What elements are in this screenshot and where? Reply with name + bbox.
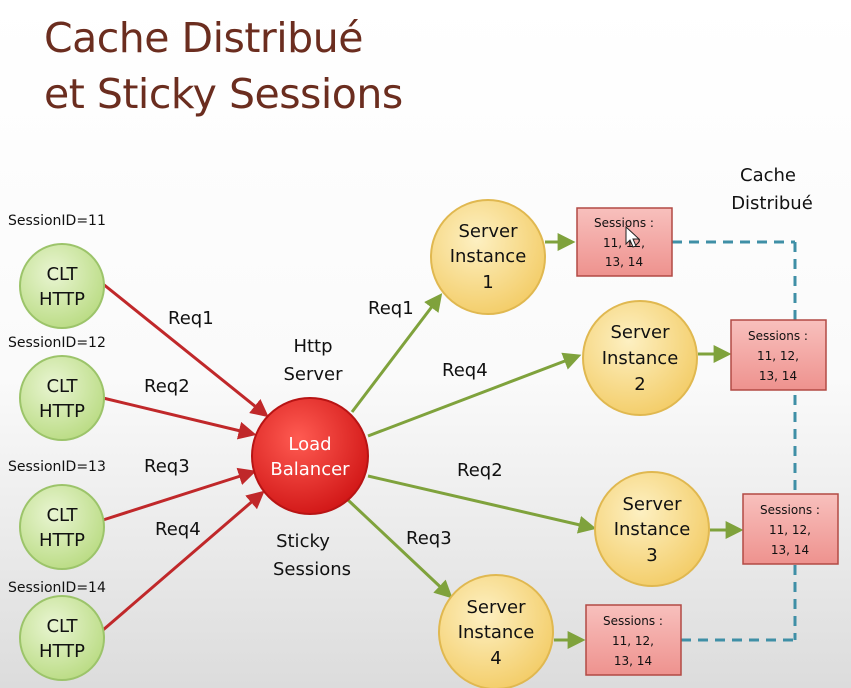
cache-distribue-label: Cache [740,165,796,186]
cache-label: 13, 14 [771,543,809,557]
server-label: Server [466,597,526,618]
load-balancer-node: Load Balancer [251,397,369,515]
server-node: Server Instance 4 [438,574,554,688]
server-label: 3 [646,545,657,566]
sticky-sessions-label: Sessions [273,559,351,580]
cache-label: Sessions : [760,503,820,517]
server-node: Server Instance 3 [594,471,710,587]
session-cache: Sessions : 11, 12, 13, 14 [576,207,673,277]
server-label: Instance [614,519,691,540]
session-cache: Sessions : 11, 12, 13, 14 [585,604,682,676]
load-balancer-label: Balancer [270,459,350,480]
client-label: HTTP [39,401,85,422]
request-label: Req2 [457,460,503,481]
arrow-server-4 [346,498,453,599]
server-label: Instance [450,246,527,267]
request-label: Req2 [144,376,190,397]
client-arrows [102,282,269,632]
client-label: CLT [46,264,78,285]
cache-label: 13, 14 [605,255,643,269]
cache-label: Sessions : [603,614,663,628]
server-label: Server [610,322,670,343]
arrow-client-2 [102,396,257,440]
server-label: 2 [634,374,645,395]
session-id-label: SessionID=12 [8,335,106,351]
cache-label: Sessions : [748,329,808,343]
cache-label: 11, 12, [612,634,654,648]
session-id-label: SessionID=14 [8,580,106,596]
server-label: 1 [482,272,493,293]
server-label: Server [622,494,682,515]
client-label: HTTP [39,289,85,310]
client-label: CLT [46,505,78,526]
cache-label: 11, 12, [769,523,811,537]
server-label: Server [458,221,518,242]
http-server-label: Server [283,364,343,385]
client-node: CLT HTTP [19,355,105,441]
server-node: Server Instance 1 [430,199,546,315]
arrow-client-4 [102,490,265,632]
client-node: CLT HTTP [19,595,105,681]
cache-distribue-label: Distribué [731,193,813,214]
session-cache: Sessions : 11, 12, 13, 14 [742,493,839,565]
http-server-label: Http [293,336,332,357]
client-label: CLT [46,616,78,637]
server-node: Server Instance 2 [582,300,698,416]
arrow-client-3 [102,467,257,522]
arrow-client-1 [102,282,269,418]
cache-label: 11, 12, [757,349,799,363]
server-label: 4 [490,648,501,669]
request-label: Req4 [155,519,201,540]
title-line-2: et Sticky Sessions [44,70,403,118]
sticky-sessions-label: Sticky [276,531,330,552]
request-label: Req3 [406,528,452,549]
session-cache: Sessions : 11, 12, 13, 14 [730,319,827,391]
arrow-server-1 [350,293,443,413]
request-label: Req3 [144,456,190,477]
mouse-cursor-icon [625,225,641,248]
client-label: CLT [46,376,78,397]
session-id-label: SessionID=11 [8,213,106,229]
client-node: CLT HTTP [19,243,105,329]
session-id-label: SessionID=13 [8,459,106,475]
request-label: Req1 [168,308,214,329]
request-label: Req1 [368,298,414,319]
client-label: HTTP [39,641,85,662]
server-arrows [346,293,597,599]
load-balancer-label: Load [288,434,331,455]
arrow-server-2 [367,352,582,438]
cache-bus [672,240,797,642]
server-label: Instance [602,348,679,369]
request-label: Req4 [442,360,488,381]
server-label: Instance [458,622,535,643]
cache-arrows [545,233,744,649]
cache-label: Sessions : [594,216,654,230]
cache-label: 13, 14 [759,369,797,383]
client-label: HTTP [39,530,85,551]
title-line-1: Cache Distribué [44,14,363,62]
client-node: CLT HTTP [19,484,105,570]
arrow-server-3 [367,474,597,534]
cache-label: 13, 14 [614,654,652,668]
